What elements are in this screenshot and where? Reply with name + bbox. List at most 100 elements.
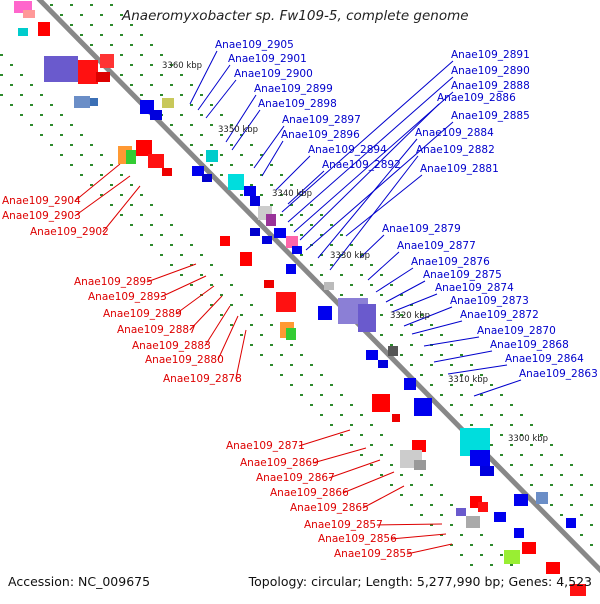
tick-dot [590,504,593,506]
tick-dot [340,434,343,436]
genome-backbone [36,0,600,574]
forward-gene-label: Anae109_2897 [282,114,361,126]
reverse-leader-line [390,533,447,540]
tick-dot [380,334,383,336]
tick-dot [560,454,563,456]
reverse-gene-label: Anae109_2865 [290,502,369,514]
tick-dot [50,124,53,126]
tick-dot [260,354,263,356]
tick-dot [170,224,173,226]
reverse-leader-line [328,459,381,479]
reverse-gene-label: Anae109_2903 [2,210,81,222]
gene-feature [286,236,298,248]
tick-dot [390,344,393,346]
tick-dot [60,14,63,16]
gene-feature [126,150,136,164]
gene-feature [250,228,260,236]
tick-dot [20,114,23,116]
tick-dot [200,114,203,116]
reverse-gene-label: Anae109_2856 [318,533,397,545]
tick-dot [330,404,333,406]
tick-dot [170,84,173,86]
tick-dot [280,194,283,196]
tick-dot [70,24,73,26]
tick-dot [200,94,203,96]
reverse-leader-line [362,485,405,509]
tick-dot [180,134,183,136]
tick-dot [130,84,133,86]
tick-dot [40,134,43,136]
gene-feature [150,110,162,120]
gene-feature [514,494,528,506]
tick-dot [20,94,23,96]
tick-dot [230,324,233,326]
tick-dot [380,294,383,296]
tick-dot [230,124,233,126]
tick-dot [310,224,313,226]
tick-dot [250,344,253,346]
gene-feature [90,98,98,106]
reverse-gene-label: Anae109_2902 [30,226,109,238]
tick-dot [270,204,273,206]
tick-dot [530,444,533,446]
gene-feature [276,292,296,312]
tick-dot [550,484,553,486]
position-tick-label: 3320 kbp [390,311,430,321]
forward-leader-line [433,350,493,363]
forward-leader-line [317,138,418,259]
tick-dot [440,494,443,496]
gene-feature [264,280,274,288]
tick-dot [280,354,283,356]
tick-dot [120,54,123,56]
forward-leader-line [345,174,423,237]
forward-leader-line [447,364,508,375]
tick-dot [440,354,443,356]
tick-dot [310,404,313,406]
forward-leader-line [305,121,454,251]
tick-dot [210,144,213,146]
tick-dot [190,144,193,146]
reverse-gene-label: Anae109_2857 [304,519,383,531]
tick-dot [480,414,483,416]
tick-dot [90,184,93,186]
tick-dot [140,54,143,56]
forward-gene-label: Anae109_2886 [437,92,516,104]
tick-dot [140,94,143,96]
tick-dot [380,434,383,436]
tick-dot [100,174,103,176]
tick-dot [400,294,403,296]
tick-dot [480,534,483,536]
tick-dot [340,274,343,276]
tick-dot [80,174,83,176]
tick-dot [440,374,443,376]
tick-dot [0,54,3,56]
gene-features [14,1,586,596]
tick-dot [120,34,123,36]
tick-dot [450,384,453,386]
tick-dot [220,114,223,116]
tick-dot [100,14,103,16]
reverse-leader-line [102,185,141,233]
tick-dot [290,224,293,226]
forward-leader-line [281,60,454,213]
forward-leader-line [287,170,325,205]
forward-gene-label: Anae109_2890 [451,65,530,77]
tick-dot [550,464,553,466]
tick-dot [230,284,233,286]
tick-dot [350,404,353,406]
tick-dot [320,414,323,416]
tick-dot [480,394,483,396]
tick-dot [250,304,253,306]
tick-dot [570,484,573,486]
tick-dot [400,474,403,476]
tick-dot [560,494,563,496]
tick-dot [150,84,153,86]
tick-dot [330,384,333,386]
reverse-leader-line [342,471,395,494]
tick-dot [250,144,253,146]
tick-dot [90,164,93,166]
tick-dot [150,44,153,46]
gene-feature [136,140,152,156]
tick-dot [180,74,183,76]
